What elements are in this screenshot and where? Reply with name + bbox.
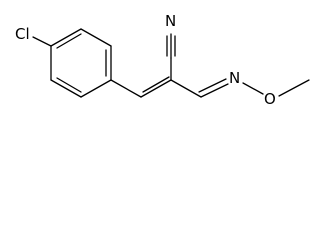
chemical-structure: Cl N N O bbox=[15, 12, 310, 108]
atom-label-oxime-n: N bbox=[229, 69, 240, 87]
ring-bond-2 bbox=[80, 28, 112, 47]
bond-cl-c4 bbox=[32, 36, 52, 47]
bond-ch-n-double-2 bbox=[198, 78, 227, 93]
ring-bond-4 bbox=[80, 79, 112, 98]
atom-label-oxygen: O bbox=[264, 90, 276, 108]
bond-c-ch bbox=[170, 79, 202, 98]
bond-n-o bbox=[242, 82, 264, 95]
benzene-ring bbox=[50, 28, 112, 98]
atom-label-chlorine: Cl bbox=[15, 25, 30, 43]
bond-ch-n-double-1 bbox=[200, 83, 229, 98]
bond-vinyl-double-outer bbox=[140, 79, 172, 98]
bond-vinyl-double-inner bbox=[142, 76, 170, 93]
bond-o-methyl bbox=[278, 79, 310, 97]
ring-bond-5 bbox=[50, 79, 82, 98]
ring-bond-5-inner bbox=[56, 77, 82, 93]
bond-ring-vinyl bbox=[110, 79, 142, 98]
ring-bond-1-inner bbox=[56, 33, 82, 49]
atom-label-nitrile-n: N bbox=[165, 12, 176, 30]
ring-bond-1 bbox=[50, 28, 82, 47]
